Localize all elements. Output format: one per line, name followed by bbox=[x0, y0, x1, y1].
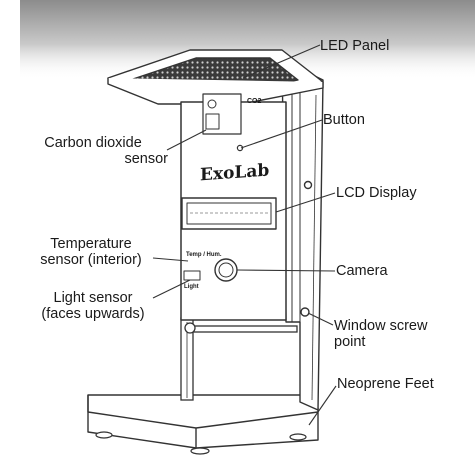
window-screw-label: Window screw point bbox=[334, 318, 427, 350]
lower-posts bbox=[180, 317, 298, 401]
light-sensor-label-line2: (faces upwards) bbox=[41, 306, 145, 322]
temp-mark: Temp / Hum. bbox=[186, 252, 222, 258]
window-screw-point bbox=[300, 307, 310, 317]
brand-logo: ExoLab bbox=[200, 160, 270, 186]
temperature-light-sensor bbox=[183, 270, 201, 281]
temperature-sensor-label-line2: sensor (interior) bbox=[40, 252, 142, 268]
button-label: Button bbox=[323, 112, 365, 128]
light-sensor-label-line1: Light sensor bbox=[53, 290, 133, 306]
co2-sensor-label-line1: Carbon dioxide bbox=[44, 135, 142, 151]
canopy bbox=[107, 49, 324, 105]
neoprene-feet bbox=[95, 431, 307, 455]
base-plate bbox=[87, 394, 319, 449]
neoprene-feet-label: Neoprene Feet bbox=[337, 376, 434, 392]
light-mark: Light bbox=[184, 284, 199, 290]
leader-lines bbox=[152, 44, 337, 426]
light-sensor-label: Light sensor (faces upwards) bbox=[33, 290, 153, 322]
co2-mark: CO2 bbox=[247, 98, 262, 105]
led-panel-label: LED Panel bbox=[320, 38, 390, 54]
right-wall bbox=[281, 59, 324, 411]
lcd-display-label: LCD Display bbox=[336, 185, 417, 201]
temperature-sensor-label: Temperature sensor (interior) bbox=[28, 236, 154, 268]
window-screw-label-line2: point bbox=[334, 334, 366, 350]
co2-sensor-label-line2: sensor bbox=[124, 151, 168, 167]
temperature-sensor-label-line1: Temperature bbox=[50, 236, 132, 252]
window-screw-label-line1: Window screw bbox=[334, 318, 428, 334]
co2-sensor-label: Carbon dioxide sensor bbox=[18, 135, 168, 167]
camera-label: Camera bbox=[336, 263, 388, 279]
